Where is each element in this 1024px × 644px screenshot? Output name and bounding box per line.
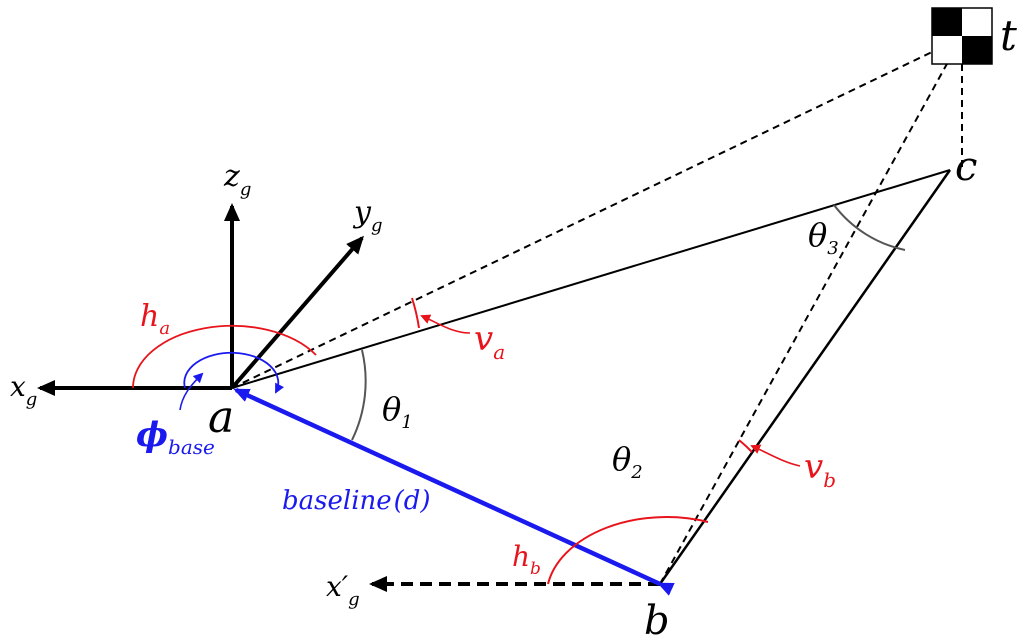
label-x-axis: xg bbox=[10, 370, 37, 410]
label-v-b: vb bbox=[804, 447, 836, 492]
line-b-to-t bbox=[659, 61, 949, 585]
label-theta3: θ3 bbox=[808, 216, 839, 259]
theta1-arc bbox=[351, 349, 367, 441]
theta3-arc bbox=[833, 204, 906, 251]
line-c-to-b bbox=[658, 169, 952, 585]
label-c: c bbox=[955, 144, 977, 190]
label-h-b: hb bbox=[512, 540, 541, 579]
dashed-lines bbox=[231, 51, 963, 585]
label-x-prime-axis: x′g bbox=[326, 570, 360, 610]
h-b-arc bbox=[547, 516, 709, 585]
phi-pointer bbox=[179, 372, 204, 411]
label-v-a: va bbox=[474, 319, 505, 364]
y-axis bbox=[230, 235, 364, 390]
line-a-to-t bbox=[231, 51, 933, 389]
label-baseline: baseline(d) bbox=[282, 486, 431, 516]
label-y-axis: yg bbox=[352, 195, 382, 236]
baseline-arrow bbox=[233, 387, 675, 596]
h-a-arc bbox=[132, 324, 317, 389]
line-a-to-c bbox=[231, 169, 951, 389]
target-cell-tr bbox=[962, 8, 992, 36]
v-b-arc bbox=[738, 439, 753, 453]
label-b: b bbox=[644, 598, 670, 644]
label-z-axis: zg bbox=[223, 159, 251, 200]
label-a: a bbox=[208, 392, 234, 443]
v-a-arc bbox=[411, 297, 420, 329]
label-t: t bbox=[1000, 11, 1017, 60]
label-theta2: θ2 bbox=[612, 440, 643, 483]
target-cell-br bbox=[962, 36, 992, 64]
v-b-pointer bbox=[750, 444, 801, 467]
v-a-pointer bbox=[420, 314, 471, 334]
target-cell-bl bbox=[932, 36, 962, 64]
label-phi-base: ϕbase bbox=[136, 415, 215, 459]
phi-base-arc bbox=[183, 351, 285, 394]
target-cell-tl bbox=[932, 8, 962, 36]
label-h-a: ha bbox=[140, 299, 170, 339]
target-outline bbox=[931, 7, 993, 65]
label-theta1: θ1 bbox=[382, 390, 413, 433]
target-icon bbox=[931, 7, 993, 65]
